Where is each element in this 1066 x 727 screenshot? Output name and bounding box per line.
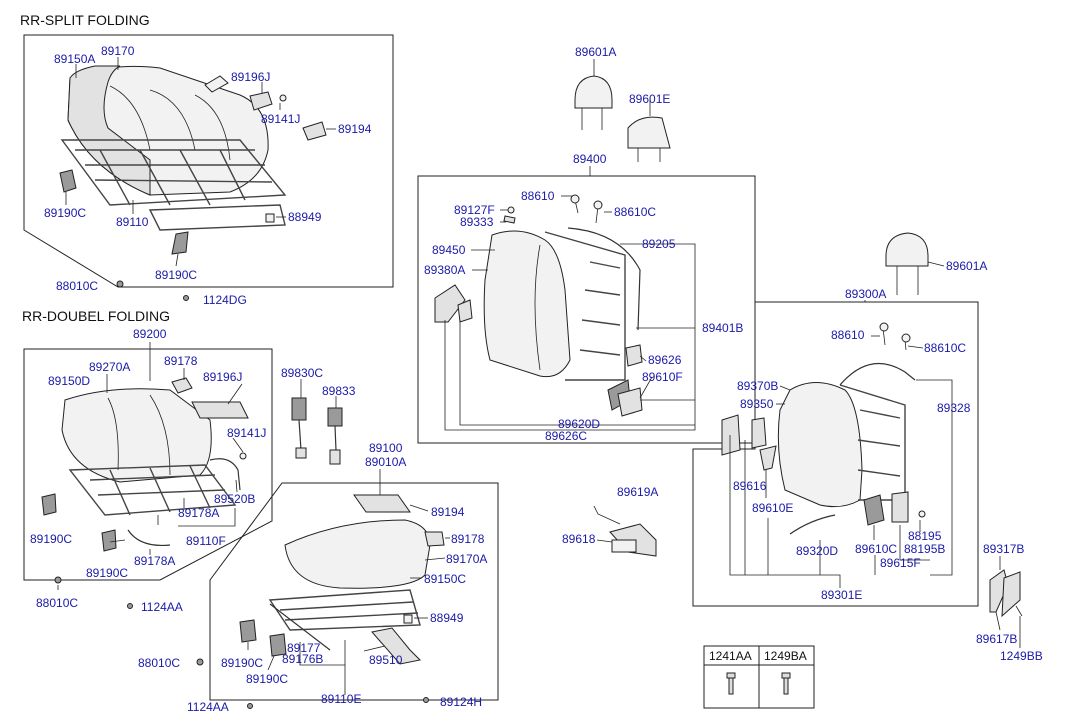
part-label: 88610C bbox=[614, 205, 656, 219]
part-label: 89601A bbox=[575, 45, 616, 59]
part-label: 89615F bbox=[880, 556, 921, 570]
cushion-89100-artwork bbox=[196, 494, 445, 709]
headrest-artwork bbox=[574, 75, 929, 295]
part-label: 89196J bbox=[203, 370, 242, 384]
part-label: 88949 bbox=[288, 210, 322, 224]
part-label: 89178 bbox=[451, 532, 485, 546]
part-label: 89270A bbox=[89, 360, 130, 374]
part-label: 89300A bbox=[845, 287, 886, 301]
part-label: 89194 bbox=[338, 122, 372, 136]
fastener-table: 1241AA 1249BA bbox=[703, 645, 815, 709]
part-label: 89150A bbox=[54, 52, 95, 66]
part-label: 89520B bbox=[214, 492, 255, 506]
part-label: 1124AA bbox=[187, 700, 229, 714]
frame-cushion-89100 bbox=[209, 482, 499, 701]
part-label: 89619A bbox=[617, 485, 658, 499]
section-title-double: RR-DOUBEL FOLDING bbox=[22, 308, 170, 324]
part-label: 89194 bbox=[431, 505, 465, 519]
part-label: 89177 bbox=[287, 641, 321, 655]
part-label: 89178 bbox=[164, 354, 198, 368]
part-label: 89178A bbox=[134, 554, 175, 568]
part-label: 89127F bbox=[454, 203, 495, 217]
part-label: 89620D bbox=[558, 417, 600, 431]
part-label: 89618 bbox=[562, 532, 596, 546]
part-label: 89317B bbox=[983, 542, 1024, 556]
part-label: 1249BB bbox=[1000, 649, 1043, 663]
part-label: 89601A bbox=[946, 259, 987, 273]
part-label: 89833 bbox=[322, 384, 356, 398]
part-label: 88010C bbox=[138, 656, 180, 670]
part-label: 89616 bbox=[733, 479, 767, 493]
part-label: 89830C bbox=[281, 366, 323, 380]
part-label: 89110F bbox=[186, 534, 226, 548]
table-header: 1249BA bbox=[764, 649, 807, 663]
part-label: 89601E bbox=[629, 92, 670, 106]
part-label: 89010A bbox=[365, 455, 406, 469]
part-label: 89333 bbox=[460, 215, 494, 229]
split-cushion-artwork bbox=[59, 65, 327, 301]
part-label: 88610 bbox=[831, 328, 865, 342]
bracket-89619A-artwork bbox=[609, 523, 657, 557]
part-label: 88195 bbox=[908, 529, 942, 543]
part-label: 89196J bbox=[231, 70, 270, 84]
seatback-89300A-artwork bbox=[721, 322, 1023, 618]
part-label: 89190C bbox=[30, 532, 72, 546]
part-label: 88949 bbox=[430, 611, 464, 625]
frame-split-cushion bbox=[23, 34, 394, 288]
part-label: 89626C bbox=[545, 429, 587, 443]
part-label: 89178A bbox=[178, 506, 219, 520]
part-label: 89610C bbox=[855, 542, 897, 556]
part-label: 89110E bbox=[321, 692, 361, 706]
part-label: 88610C bbox=[924, 341, 966, 355]
part-label: 89328 bbox=[937, 401, 971, 415]
part-label: 89150C bbox=[424, 572, 466, 586]
part-label: 89141J bbox=[227, 426, 266, 440]
section-title-split: RR-SPLIT FOLDING bbox=[20, 12, 150, 28]
part-label: 89401B bbox=[702, 321, 743, 335]
frame-back-89300A bbox=[692, 301, 979, 607]
part-label: 89400 bbox=[573, 152, 607, 166]
part-label: 89190C bbox=[44, 206, 86, 220]
frame-double-cushion bbox=[23, 348, 273, 581]
part-label: 89170A bbox=[446, 552, 487, 566]
part-label: 1124AA bbox=[141, 600, 183, 614]
bolt-icon bbox=[726, 672, 736, 695]
seatbelt-artwork bbox=[291, 397, 343, 465]
part-label: 89124H bbox=[440, 695, 482, 709]
part-label: 89617B bbox=[976, 632, 1017, 646]
part-label: 89301E bbox=[821, 588, 862, 602]
part-label: 89141J bbox=[261, 112, 300, 126]
leader-lines bbox=[57, 57, 1021, 695]
part-label: 88195B bbox=[904, 542, 945, 556]
part-label: 89100 bbox=[369, 441, 403, 455]
part-label: 89370B bbox=[737, 379, 778, 393]
part-label: 89610F bbox=[642, 370, 683, 384]
part-label: 89190C bbox=[221, 656, 263, 670]
part-label: 1124DG bbox=[203, 293, 247, 307]
part-label: 89110 bbox=[116, 215, 149, 229]
part-label: 89190C bbox=[155, 268, 197, 282]
part-label: 89510 bbox=[369, 653, 403, 667]
seatback-89400-artwork bbox=[434, 194, 643, 417]
part-label: 88610 bbox=[521, 189, 555, 203]
bolt-icon bbox=[781, 672, 791, 695]
double-cushion-artwork bbox=[41, 377, 249, 609]
part-label: 89170 bbox=[101, 44, 135, 58]
part-label: 89380A bbox=[424, 263, 465, 277]
part-label: 88010C bbox=[36, 596, 78, 610]
part-label: 89320D bbox=[796, 544, 838, 558]
part-label: 89150D bbox=[48, 374, 90, 388]
table-header: 1241AA bbox=[709, 649, 752, 663]
part-label: 89205 bbox=[642, 237, 676, 251]
part-label: 89450 bbox=[432, 243, 466, 257]
part-label: 89190C bbox=[246, 672, 288, 686]
part-label: 89610E bbox=[752, 501, 793, 515]
part-label: 88010C bbox=[56, 279, 98, 293]
part-label: 89200 bbox=[133, 327, 167, 341]
part-label: 89626 bbox=[648, 353, 682, 367]
part-label: 89176B bbox=[282, 652, 323, 666]
part-label: 89350 bbox=[740, 397, 774, 411]
part-label: 89190C bbox=[86, 566, 128, 580]
